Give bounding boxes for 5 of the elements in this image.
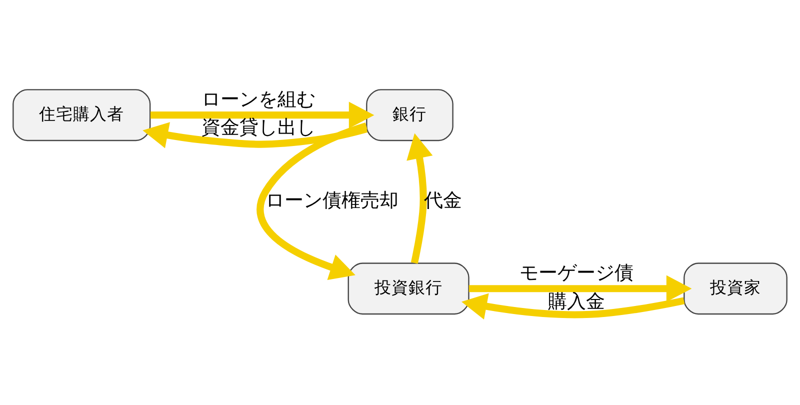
edge-label: 資金貸し出し <box>201 116 316 139</box>
edge-label: ローンを組む <box>201 88 316 110</box>
edge-label: ローン債権売却 <box>265 189 398 212</box>
edge-label: モーゲージ債 <box>519 262 634 284</box>
edge-label: 購入金 <box>548 290 605 312</box>
